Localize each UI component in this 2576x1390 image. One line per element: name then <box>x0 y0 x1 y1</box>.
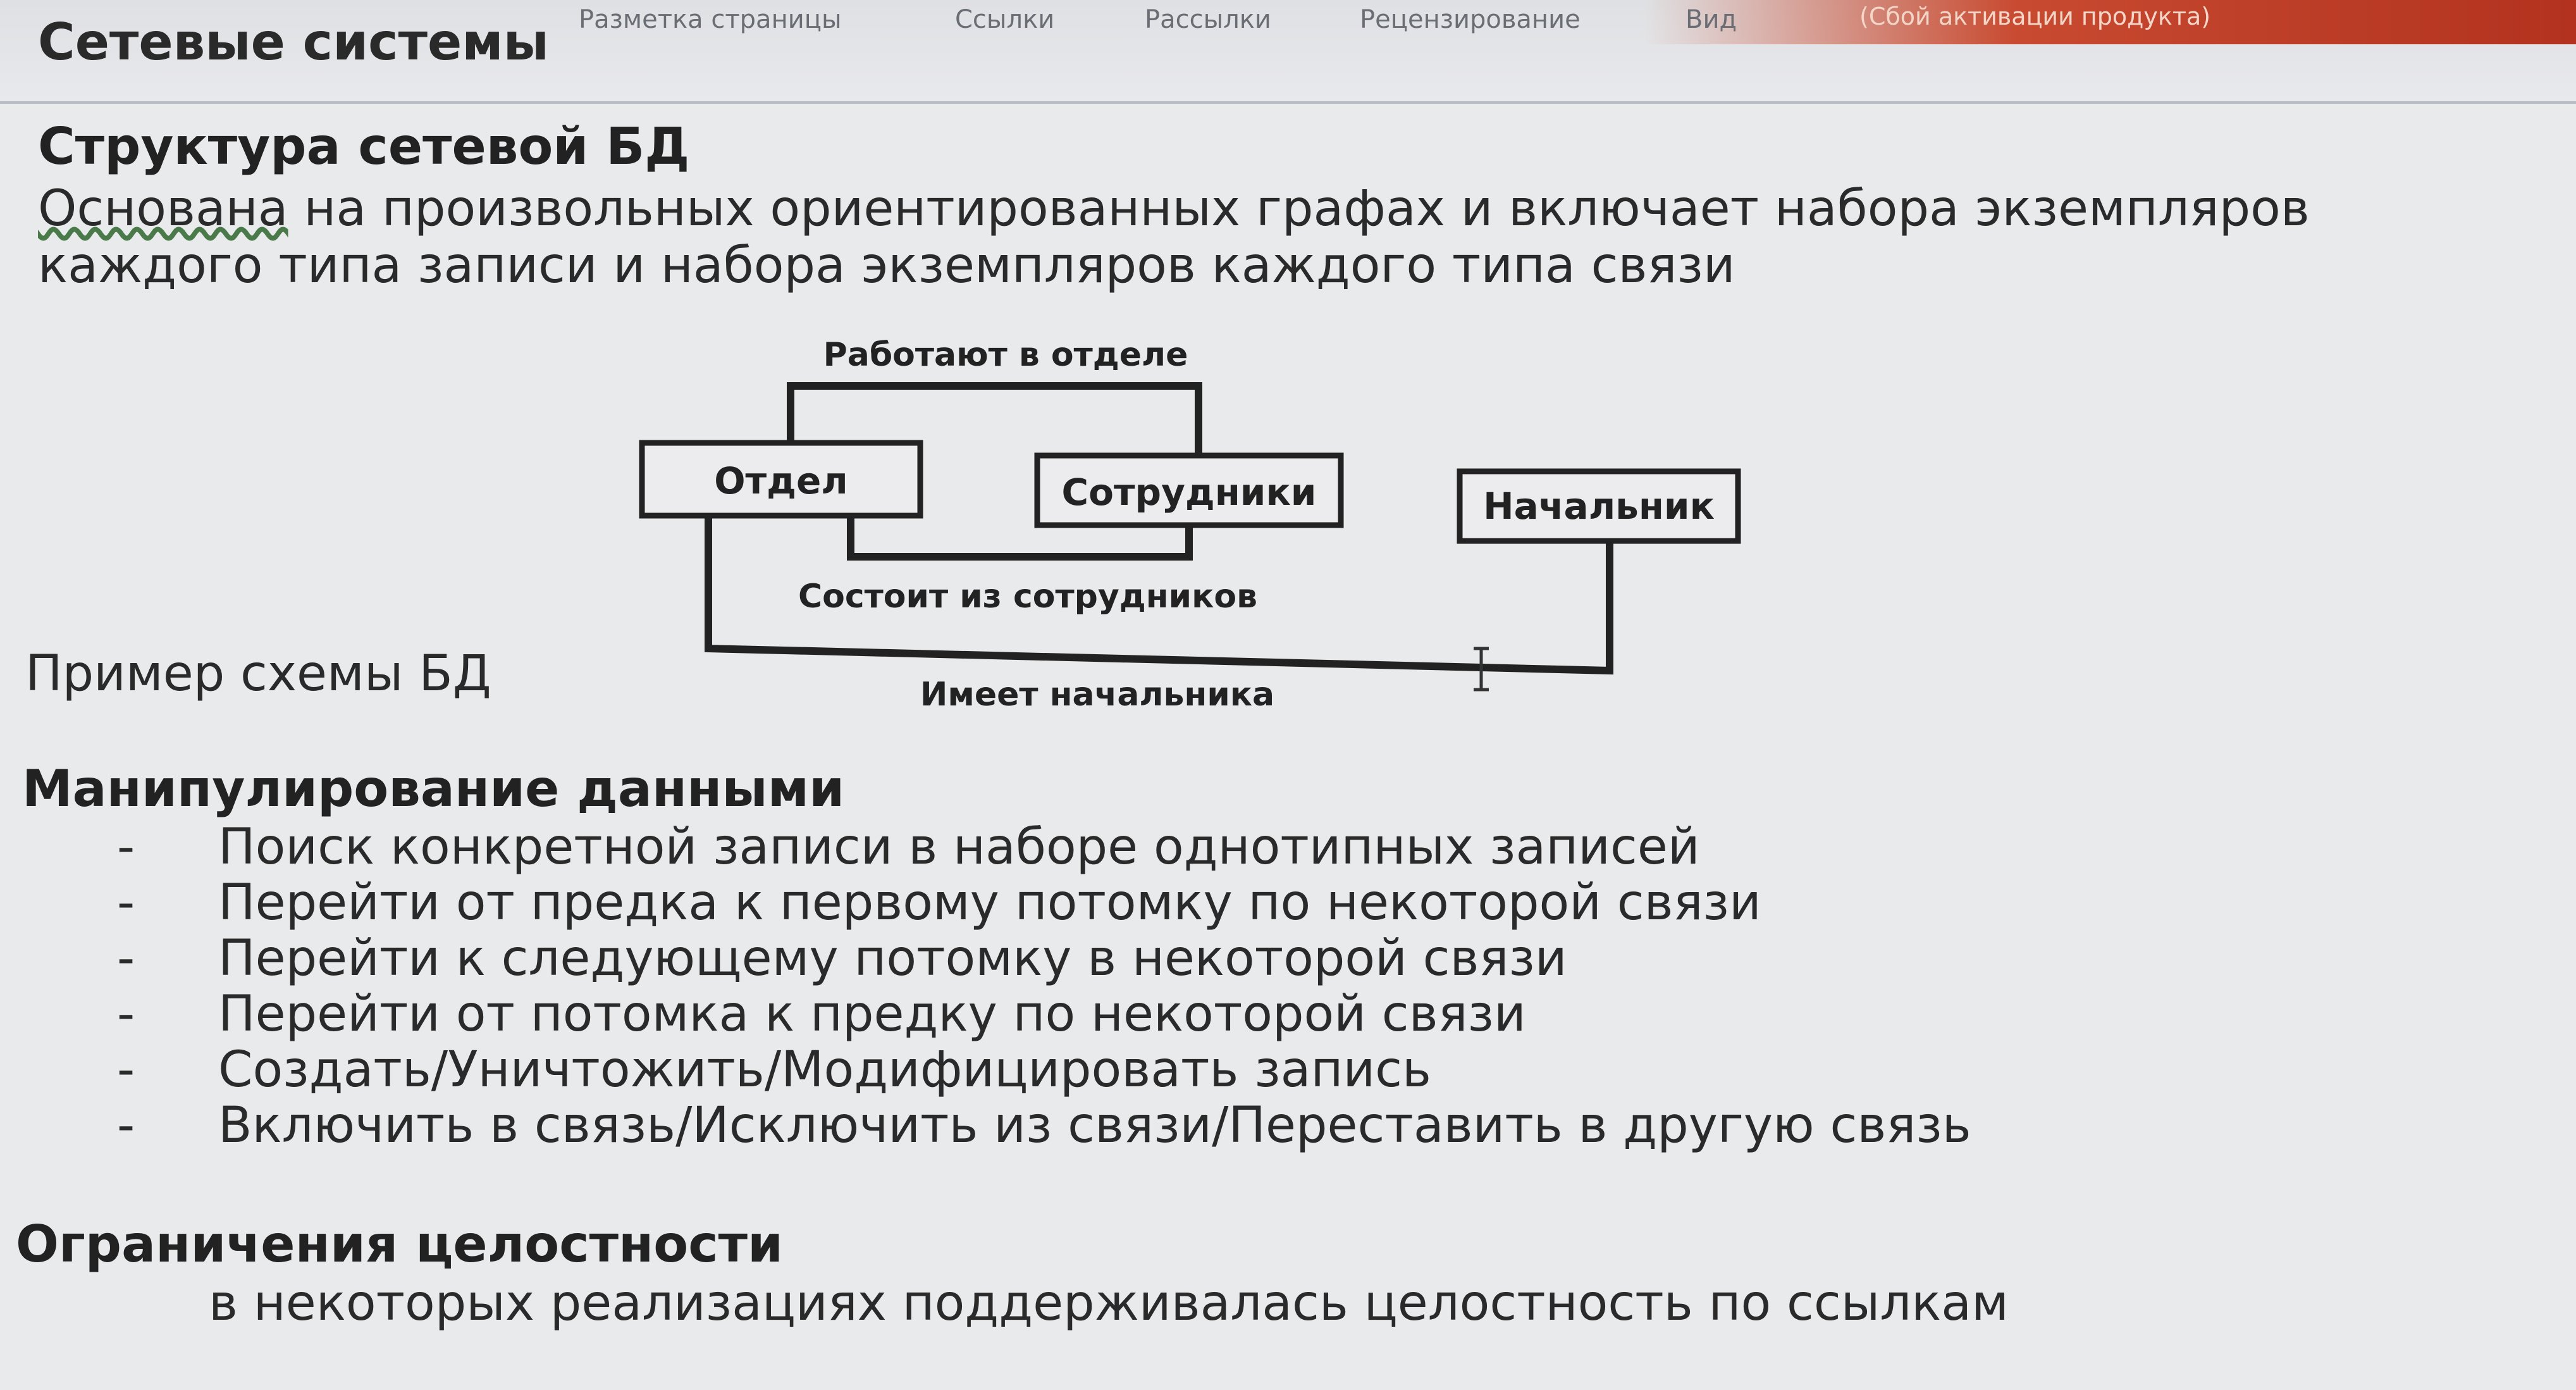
edge-consists-of-employees <box>847 512 1193 561</box>
tab-review[interactable]: Рецензирование <box>1360 5 1581 34</box>
db-schema-diagram: Отдел Сотрудники Начальник Работают в от… <box>639 336 1741 714</box>
list-item: - Перейти от потомка к предку по некоторо… <box>117 986 1971 1042</box>
label-works-in-dept: Работают в отделе <box>823 336 1188 374</box>
list-dash: - <box>117 1041 135 1098</box>
node-box-employees <box>1034 452 1344 528</box>
list-item: - Включить в связь/Исключить из связи/Пер… <box>117 1098 1971 1153</box>
spellcheck-word[interactable]: Основана <box>38 180 288 237</box>
node-employees: Сотрудники <box>1062 471 1317 514</box>
edge-has-manager <box>705 512 1613 675</box>
label-has-manager: Имеет начальника <box>920 676 1274 714</box>
structure-heading: Структура сетевой БД <box>38 117 690 176</box>
list-dash: - <box>117 874 135 931</box>
list-item-text: Перейти от предка к первому потомку по н… <box>218 874 1761 931</box>
list-dash: - <box>117 986 135 1043</box>
list-dash: - <box>117 819 135 876</box>
text-cursor-icon <box>1474 647 1489 692</box>
structure-description-line1: Основана на произвольных ориентированных… <box>38 180 2310 237</box>
list-item-text: Поиск конкретной записи в наборе однотип… <box>218 819 1700 876</box>
list-item: - Создать/Уничтожить/Модифицировать запис… <box>117 1042 1971 1098</box>
page-title: Сетевые системы <box>38 13 549 71</box>
example-label: Пример схемы БД <box>25 645 491 702</box>
structure-description-line2: каждого типа записи и набора экземпляров… <box>38 237 1735 294</box>
list-dash: - <box>117 1097 135 1154</box>
node-box-manager <box>1457 468 1741 544</box>
list-dash: - <box>117 930 135 987</box>
list-item-text: Создать/Уничтожить/Модифицировать запись <box>218 1041 1432 1098</box>
integrity-text: в некоторых реализациях поддерживалась ц… <box>209 1275 2009 1332</box>
list-item-text: Включить в связь/Исключить из связи/Пере… <box>218 1097 1971 1154</box>
list-item: - Поиск конкретной записи в наборе одноти… <box>117 819 1971 875</box>
title-bar-accent: (Сбой активации продукта) <box>1644 0 2576 44</box>
list-item: - Перейти от предка к первому потомку по … <box>117 875 1971 931</box>
label-consists-of-employees: Состоит из сотрудников <box>798 578 1257 616</box>
edge-works-in-dept <box>787 382 1202 462</box>
integrity-heading: Ограничения целостности <box>16 1215 784 1274</box>
list-item-text: Перейти к следующему потомку в некоторой… <box>218 930 1567 987</box>
structure-description-rest: на произвольных ориентированных графах и… <box>288 180 2310 237</box>
node-department: Отдел <box>714 459 848 502</box>
ribbon-bar: (Сбой активации продукта) Разметка стран… <box>0 0 2576 104</box>
tab-references[interactable]: Ссылки <box>955 5 1055 34</box>
manipulation-list: - Поиск конкретной записи в наборе одноти… <box>117 819 1971 1153</box>
node-box-department <box>639 440 923 519</box>
tab-view[interactable]: Вид <box>1685 5 1737 34</box>
tab-mailings[interactable]: Рассылки <box>1145 5 1271 34</box>
list-item-text: Перейти от потомка к предку по некоторой… <box>218 986 1526 1043</box>
node-manager: Начальник <box>1483 485 1715 528</box>
tab-page-layout[interactable]: Разметка страницы <box>579 5 842 34</box>
activation-notice: (Сбой активации продукта) <box>1859 3 2211 30</box>
manipulation-heading: Манипулирование данными <box>22 759 845 818</box>
list-item: - Перейти к следующему потомку в некоторо… <box>117 931 1971 986</box>
